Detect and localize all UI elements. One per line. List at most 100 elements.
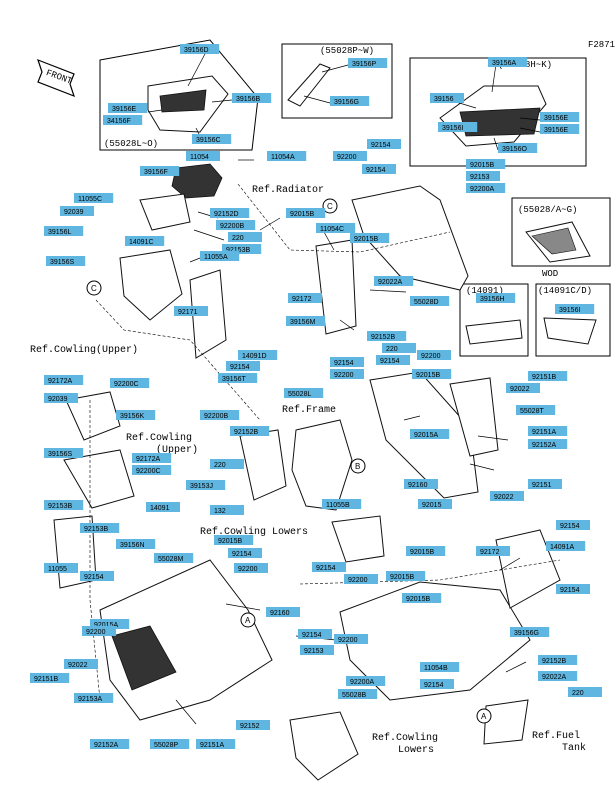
part-label-39153j[interactable]: 39153J <box>186 480 226 490</box>
part-label-92200c[interactable]: 92200C <box>110 378 150 388</box>
part-label-92200[interactable]: 92200 <box>344 574 378 584</box>
part-label-92015b[interactable]: 92015B <box>406 546 446 556</box>
part-label-92200a[interactable]: 92200A <box>466 183 506 193</box>
part-label-92160[interactable]: 92160 <box>404 479 438 489</box>
part-label-92153[interactable]: 92153 <box>466 171 500 181</box>
part-label-92151[interactable]: 92151 <box>528 479 562 489</box>
part-label-92172[interactable]: 92172 <box>476 546 510 556</box>
part-label-220[interactable]: 220 <box>382 343 416 353</box>
part-label-11055a[interactable]: 11055A <box>200 251 240 261</box>
part-label-39156s[interactable]: 39156S <box>46 256 86 266</box>
part-label-92200b[interactable]: 92200B <box>200 410 240 420</box>
part-label-92153[interactable]: 92153 <box>300 645 334 655</box>
part-label-92160[interactable]: 92160 <box>266 607 300 617</box>
part-label-92200[interactable]: 92200 <box>417 350 451 360</box>
part-label-92154[interactable]: 92154 <box>80 571 114 581</box>
part-label-39156g[interactable]: 39156G <box>510 627 550 637</box>
part-label-92015a[interactable]: 92015A <box>90 619 130 629</box>
part-label-55028m[interactable]: 55028M <box>154 553 194 563</box>
part-label-39156[interactable]: 39156 <box>430 93 464 103</box>
part-label-220[interactable]: 220 <box>228 232 262 242</box>
part-label-55028l[interactable]: 55028L <box>284 388 324 398</box>
part-label-39156t[interactable]: 39156T <box>218 373 258 383</box>
part-label-92172[interactable]: 92172 <box>288 293 322 303</box>
part-label-39156l[interactable]: 39156L <box>44 226 84 236</box>
part-label-92200[interactable]: 92200 <box>334 634 368 644</box>
part-label-92154[interactable]: 92154 <box>312 562 346 572</box>
part-label-39156p[interactable]: 39156P <box>348 58 388 68</box>
part-label-39156c[interactable]: 39156C <box>192 134 232 144</box>
part-label-220[interactable]: 220 <box>568 687 602 697</box>
part-label-92154[interactable]: 92154 <box>556 584 590 594</box>
part-label-92022[interactable]: 92022 <box>64 659 98 669</box>
part-label-92022[interactable]: 92022 <box>490 491 524 501</box>
part-label-92022a[interactable]: 92022A <box>538 671 578 681</box>
part-label-92022[interactable]: 92022 <box>506 383 540 393</box>
part-label-39156h[interactable]: 39156H <box>476 293 516 303</box>
part-label-92152b[interactable]: 92152B <box>538 655 578 665</box>
part-label-92152a[interactable]: 92152A <box>90 739 130 749</box>
part-label-92171[interactable]: 92171 <box>174 306 208 316</box>
part-label-92039[interactable]: 92039 <box>60 206 94 216</box>
part-label-39156f[interactable]: 39156F <box>140 166 180 176</box>
part-label-92200a[interactable]: 92200A <box>346 676 386 686</box>
part-label-39156o[interactable]: 39156O <box>498 143 538 153</box>
part-label-92200c[interactable]: 92200C <box>132 465 172 475</box>
part-label-39156m[interactable]: 39156M <box>286 316 326 326</box>
part-label-92154[interactable]: 92154 <box>420 679 454 689</box>
part-label-92152[interactable]: 92152 <box>236 720 270 730</box>
part-label-92154[interactable]: 92154 <box>228 548 262 558</box>
part-label-92152d[interactable]: 92152D <box>210 208 250 218</box>
part-label-132[interactable]: 132 <box>210 505 244 515</box>
part-label-14091[interactable]: 14091 <box>146 502 180 512</box>
part-label-92015b[interactable]: 92015B <box>412 369 452 379</box>
part-label-92151a[interactable]: 92151A <box>196 739 236 749</box>
part-label-92200[interactable]: 92200 <box>330 369 364 379</box>
part-label-11054c[interactable]: 11054C <box>316 223 356 233</box>
part-label-39156n[interactable]: 39156N <box>116 539 156 549</box>
part-label-92015b[interactable]: 92015B <box>386 571 426 581</box>
part-label-11054b[interactable]: 11054B <box>420 662 460 672</box>
part-label-39156k[interactable]: 39156K <box>116 410 156 420</box>
part-label-55028p[interactable]: 55028P <box>150 739 190 749</box>
part-label-92152b[interactable]: 92152B <box>230 426 270 436</box>
part-label-92154[interactable]: 92154 <box>367 139 401 149</box>
part-label-92152a[interactable]: 92152A <box>528 439 568 449</box>
part-label-92154[interactable]: 92154 <box>556 520 590 530</box>
part-label-92015[interactable]: 92015 <box>418 499 452 509</box>
part-label-39156i[interactable]: 39156I <box>555 304 595 314</box>
part-label-92154[interactable]: 92154 <box>376 355 410 365</box>
part-label-14091d[interactable]: 14091D <box>238 350 278 360</box>
part-label-55028b[interactable]: 55028B <box>338 689 378 699</box>
part-label-92200[interactable]: 92200 <box>234 563 268 573</box>
part-label-92015b[interactable]: 92015B <box>402 593 442 603</box>
part-label-92022a[interactable]: 92022A <box>374 276 414 286</box>
part-label-11055b[interactable]: 11055B <box>322 499 362 509</box>
part-label-92039[interactable]: 92039 <box>44 393 78 403</box>
part-label-14091a[interactable]: 14091A <box>546 541 586 551</box>
part-label-92154[interactable]: 92154 <box>330 357 364 367</box>
part-label-14091c[interactable]: 14091C <box>125 236 165 246</box>
part-label-39156i[interactable]: 39156I <box>438 122 478 132</box>
part-label-92153a[interactable]: 92153A <box>74 693 114 703</box>
part-label-39156a[interactable]: 39156A <box>488 57 528 67</box>
part-label-92154[interactable]: 92154 <box>298 629 332 639</box>
part-label-39156b[interactable]: 39156B <box>232 93 272 103</box>
part-label-92200b[interactable]: 92200B <box>216 220 256 230</box>
part-label-92015b[interactable]: 92015B <box>286 208 326 218</box>
part-label-34156f[interactable]: 34156F <box>103 115 143 125</box>
part-label-55028t[interactable]: 55028T <box>516 405 556 415</box>
part-label-11054[interactable]: 11054 <box>186 151 220 161</box>
part-label-92015b[interactable]: 92015B <box>214 535 254 545</box>
part-label-39156d[interactable]: 39156D <box>180 44 220 54</box>
part-label-92154[interactable]: 92154 <box>362 164 396 174</box>
part-label-11054a[interactable]: 11054A <box>267 151 307 161</box>
part-label-39156e[interactable]: 39156E <box>540 124 580 134</box>
part-label-92153b[interactable]: 92153B <box>222 244 262 254</box>
part-label-92172a[interactable]: 92172A <box>132 453 172 463</box>
part-label-92151a[interactable]: 92151A <box>528 426 568 436</box>
part-label-11055[interactable]: 11055 <box>44 563 78 573</box>
part-label-92153b[interactable]: 92153B <box>44 500 84 510</box>
part-label-92015b[interactable]: 92015B <box>350 233 390 243</box>
part-label-39156g[interactable]: 39156G <box>330 96 370 106</box>
